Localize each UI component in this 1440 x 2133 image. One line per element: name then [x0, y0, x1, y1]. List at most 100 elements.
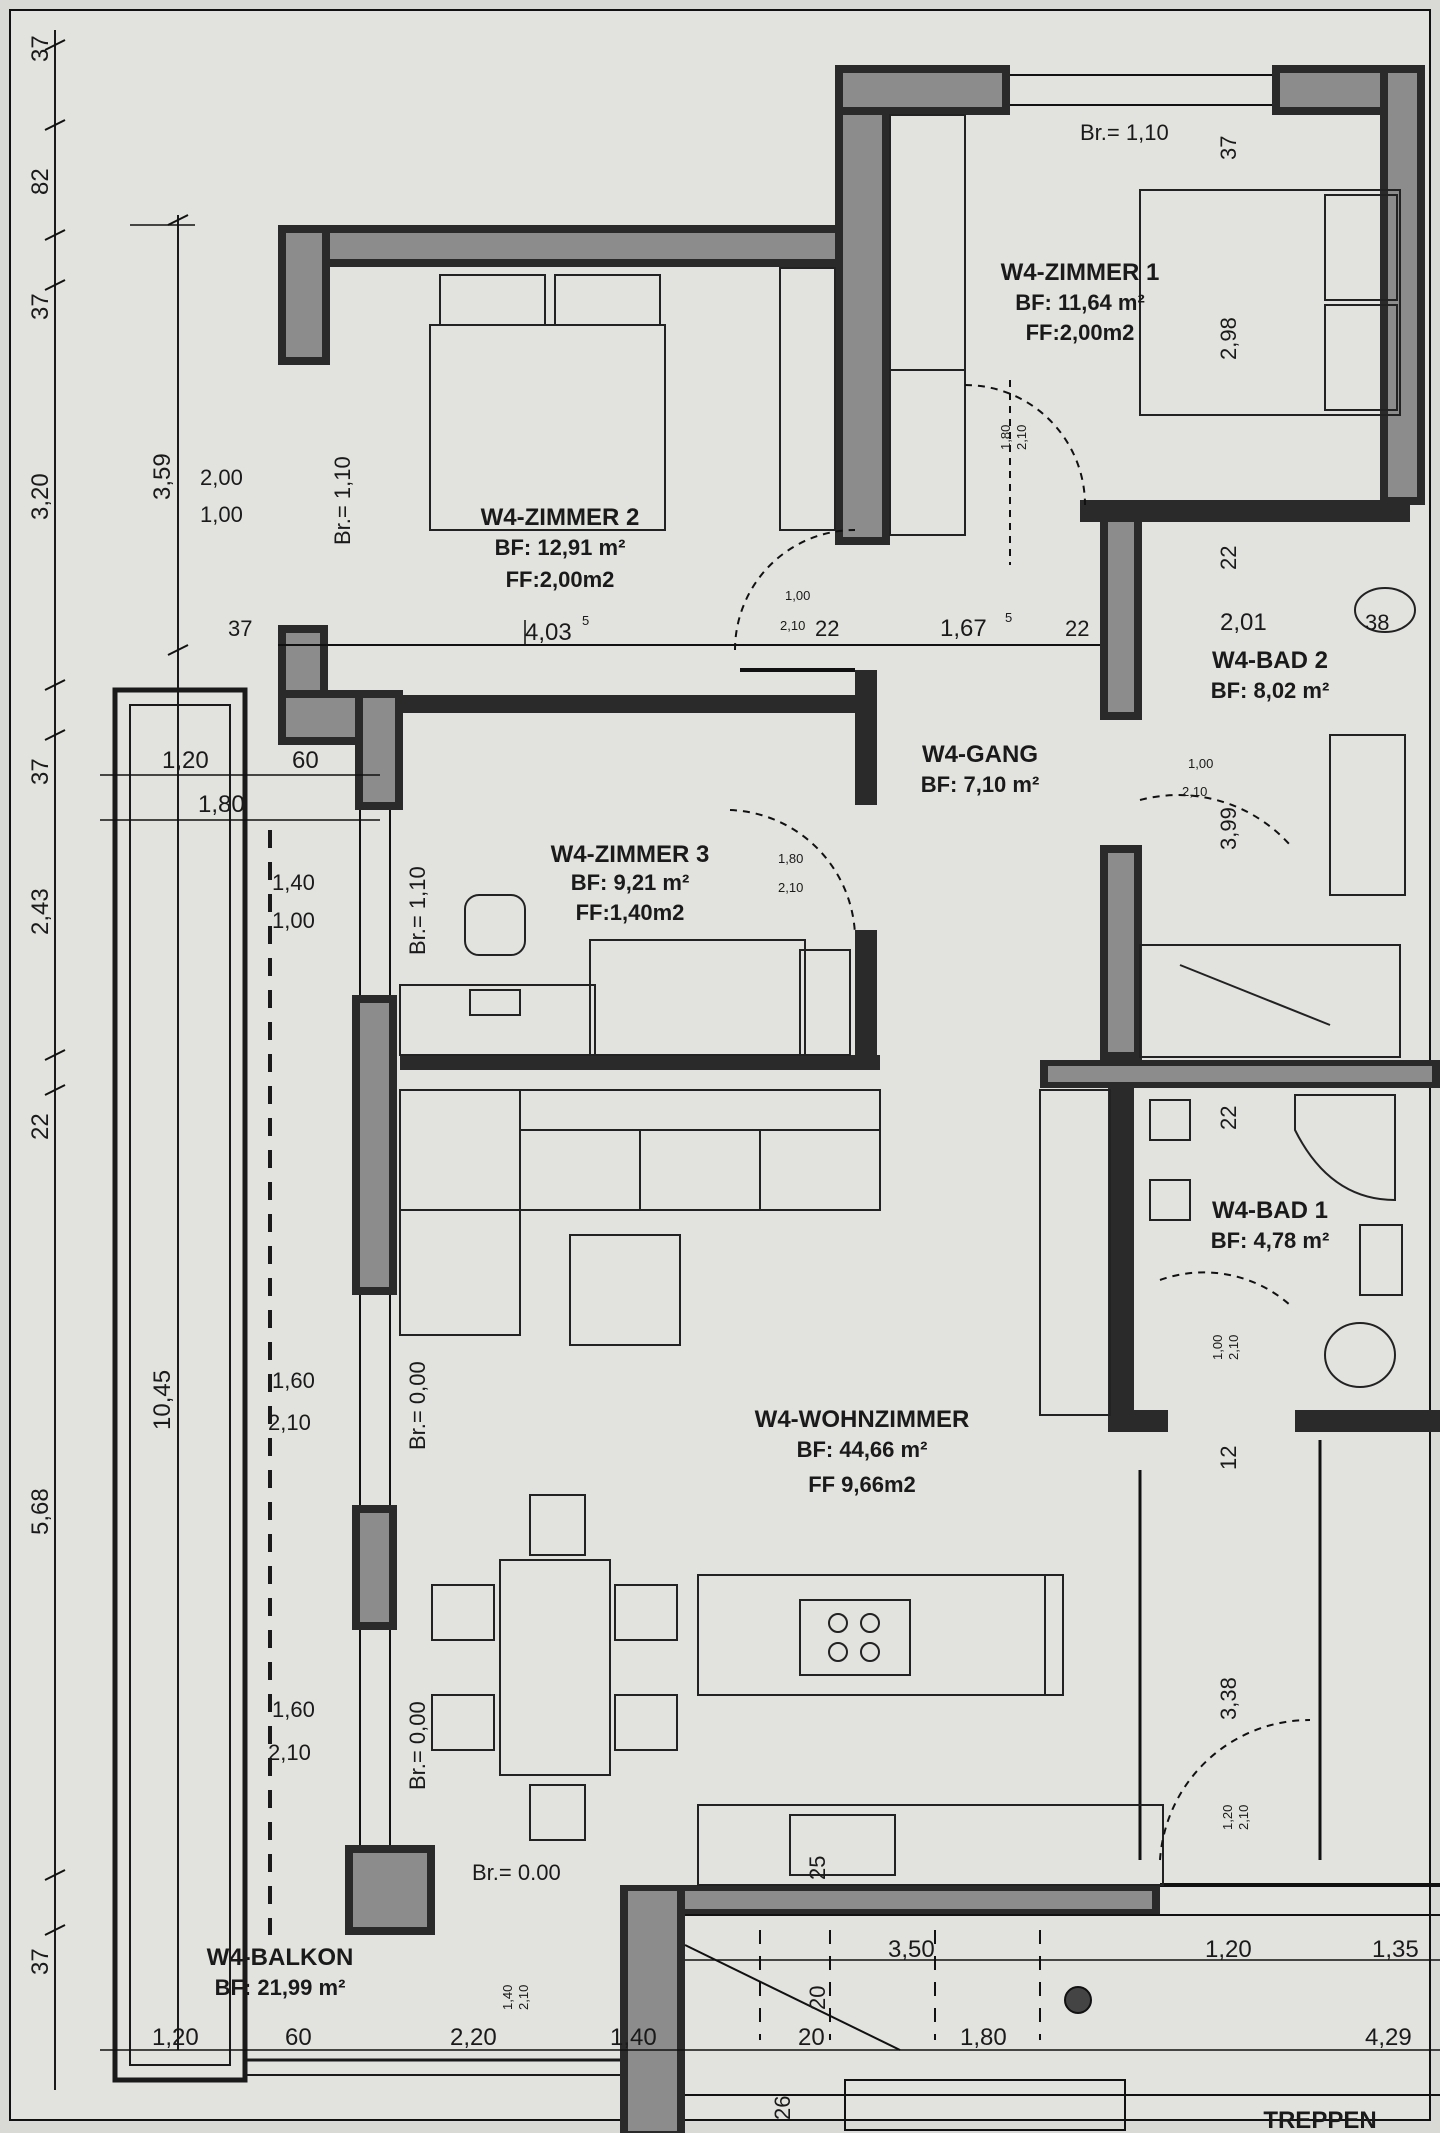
dim-22b: 22 [1065, 616, 1089, 641]
toilet-bad1 [1324, 1322, 1396, 1388]
stairs [684, 1930, 1440, 2131]
dim-201: 2,01 [1220, 609, 1267, 636]
dim-38: 38 [1365, 610, 1389, 635]
shower-bad1 [1294, 1094, 1396, 1202]
bot-dim-429: 4,29 [1365, 2024, 1412, 2051]
door-kueche-height: 2,10 [1236, 1805, 1251, 1830]
chair-zimmer3 [464, 894, 526, 956]
dim-1045: 10,45 [149, 1370, 176, 1430]
room-ff-zimmer2: FF:2,00m2 [506, 567, 615, 592]
dim-359: 3,59 [149, 453, 176, 500]
door-z3-height: 2,10 [778, 880, 803, 895]
door-bad2-width: 1,00 [1188, 756, 1213, 771]
stair-dim-20: 20 [805, 1986, 830, 2010]
dim-br110-top: Br.= 1,10 [1080, 120, 1169, 145]
walls [278, 65, 1440, 2133]
room-name-bad2: W4-BAD 2 [1212, 647, 1328, 674]
bot-dim-60: 60 [285, 2024, 312, 2051]
left-dimension-chain: 37 82 37 3,20 37 2,43 22 5,68 37 [27, 30, 66, 2090]
room-ff-zimmer1: FF:2,00m2 [1026, 320, 1135, 345]
dim-22a: 22 [815, 616, 839, 641]
left-dim-37b: 37 [27, 293, 54, 320]
right-dim-135: 1,35 [1372, 1936, 1419, 1963]
door-bad1-width: 1,00 [1210, 1335, 1225, 1360]
dim-299: 3,99 [1216, 807, 1241, 850]
right-dim-350: 3,50 [888, 1936, 935, 1963]
room-name-wohnzimmer: W4-WOHNZIMMER [755, 1406, 970, 1433]
win-w1-width: 1,60 [272, 1368, 315, 1393]
door-z2-height: 2,10 [780, 618, 805, 633]
room-bf-bad2: BF: 8,02 m² [1211, 678, 1330, 703]
win-w2-height: 2,10 [268, 1740, 311, 1765]
dim-167: 1,67 [940, 615, 987, 642]
room-bf-wohnzimmer: BF: 44,66 m² [797, 1437, 928, 1462]
win-z2-sill: 1,00 [200, 502, 243, 527]
dining-table [499, 1559, 611, 1776]
room-bf-gang: BF: 7,10 m² [921, 772, 1040, 797]
br-w3: Br.= 0.00 [472, 1860, 561, 1885]
win-w2-width: 1,60 [272, 1697, 315, 1722]
dim-22-bad2: 22 [1216, 546, 1241, 570]
bot-dim-20: 20 [798, 2024, 825, 2051]
door-balkon-height: 2,10 [516, 1985, 531, 2010]
room-name-zimmer1: W4-ZIMMER 1 [1001, 259, 1160, 286]
left-dim-243: 2,43 [27, 888, 54, 935]
dim-180a: 1,80 [198, 791, 245, 818]
room-bf-zimmer2: BF: 12,91 m² [495, 535, 626, 560]
dim-60a: 60 [292, 747, 319, 774]
left-dim-37d: 37 [27, 1948, 54, 1975]
dim-37-top: 37 [1216, 136, 1241, 160]
dim-z1-height: 2,98 [1216, 317, 1241, 360]
win-z2-height: 2,00 [200, 465, 243, 490]
left-dim-22: 22 [27, 1113, 54, 1140]
furniture [399, 114, 1416, 1886]
stair-dim-26: 26 [770, 2096, 795, 2120]
inner-vertical-dims: 3,59 10,45 [130, 214, 195, 2050]
left-dim-37c: 37 [27, 758, 54, 785]
win-z3-height: 1,40 [272, 870, 315, 895]
br-z2: Br.= 1,10 [330, 456, 355, 545]
left-dim-37a: 37 [27, 35, 54, 62]
win-z3-sill: 1,00 [272, 908, 315, 933]
coffee-table [569, 1234, 681, 1346]
room-bf-bad1: BF: 4,78 m² [1211, 1228, 1330, 1253]
left-dim-82: 82 [27, 168, 54, 195]
stair-dim-25: 25 [805, 1856, 830, 1880]
room-bf-zimmer1: BF: 11,64 m² [1015, 290, 1145, 315]
room-name-bad1: W4-BAD 1 [1212, 1197, 1328, 1224]
door-z2-width: 1,00 [785, 588, 810, 603]
dim-167-sup: 5 [1005, 610, 1012, 625]
win-w1-height: 2,10 [268, 1410, 311, 1435]
bot-dim-140: 1,40 [610, 2024, 657, 2051]
left-dim-568: 5,68 [27, 1488, 54, 1535]
left-dim-320: 3,20 [27, 473, 54, 520]
door-balkon-width: 1,40 [500, 1985, 515, 2010]
dim-22-bad1: 22 [1216, 1106, 1241, 1130]
dim-12: 12 [1216, 1446, 1241, 1470]
room-ff-zimmer3: FF:1,40m2 [576, 900, 685, 925]
dim-120a: 1,20 [162, 747, 209, 774]
door-kueche-width: 1,20 [1220, 1805, 1235, 1830]
door-bad2-height: 2,10 [1182, 784, 1207, 799]
door-z3-width: 1,80 [778, 851, 803, 866]
door-z1-height: 2,10 [1014, 425, 1029, 450]
door-swings [729, 380, 1311, 1861]
door-labels: 1,80 2,10 1,00 2,10 1,80 2,10 1,00 2,10 … [500, 425, 1251, 2010]
dim-338: 3,38 [1216, 1677, 1241, 1720]
bot-dim-120: 1,20 [152, 2024, 199, 2051]
dim-37-left: 37 [228, 616, 252, 641]
br-w1: Br.= 0,00 [405, 1361, 430, 1450]
dimension-labels: Br.= 1,10 37 2,98 4,03 5 22 1,67 5 22 2,… [100, 120, 1440, 2120]
bed-zimmer1 [1139, 189, 1401, 416]
bed-zimmer2 [429, 324, 666, 531]
room-bf-zimmer3: BF: 9,21 m² [571, 870, 690, 895]
room-name-zimmer2: W4-ZIMMER 2 [481, 504, 640, 531]
dim-403-sup: 5 [582, 613, 589, 628]
room-name-zimmer3: W4-ZIMMER 3 [551, 841, 710, 868]
bot-dim-220: 2,20 [450, 2024, 497, 2051]
right-dim-120: 1,20 [1205, 1936, 1252, 1963]
br-w2: Br.= 0,00 [405, 1701, 430, 1790]
bathtub [1139, 944, 1401, 1058]
room-name-balkon: W4-BALKON [207, 1944, 354, 1971]
dim-403: 4,03 [525, 619, 572, 646]
